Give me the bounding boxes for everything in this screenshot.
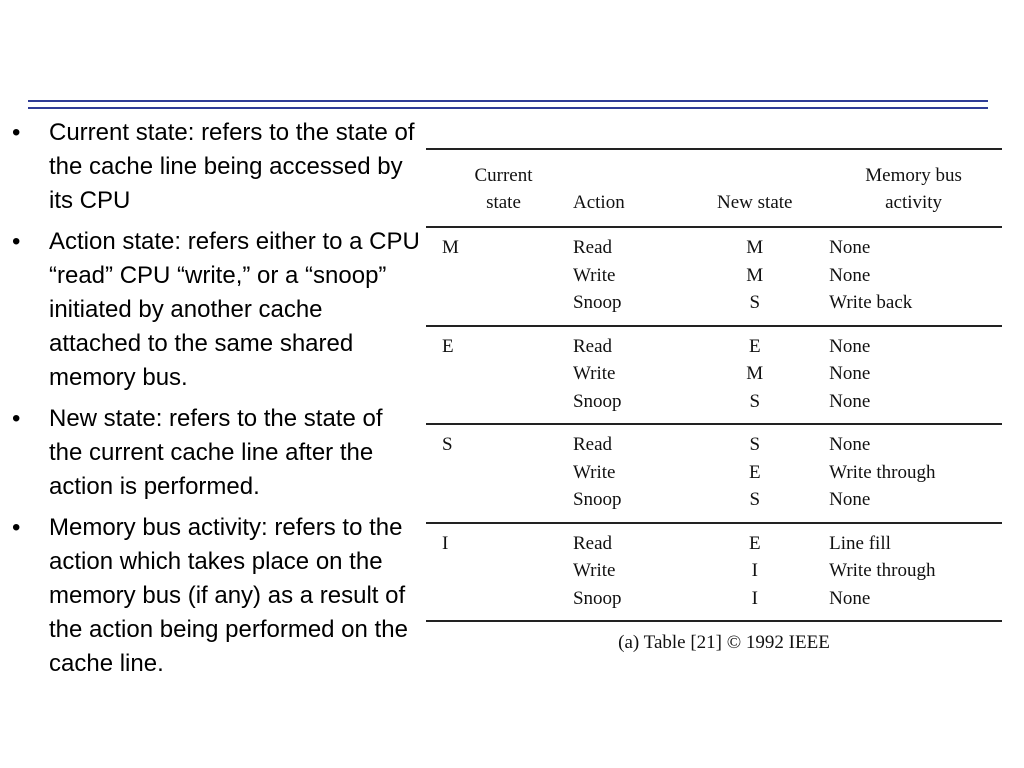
cell-memory-bus-activity: None bbox=[829, 434, 871, 455]
bullet-text: New state: refers to the state of the cu… bbox=[49, 405, 383, 500]
cell-memory-bus-activity: None bbox=[819, 486, 1002, 524]
cell-current-state bbox=[426, 557, 569, 585]
cell-new-state: S bbox=[690, 387, 820, 425]
state-transition-figure: Current state Action New state Memory bu… bbox=[426, 148, 1002, 654]
cell-current-state: M bbox=[442, 237, 459, 258]
header-memory-bus-activity: Memory bus activity bbox=[819, 148, 1002, 228]
cell-current-state: S bbox=[442, 434, 453, 455]
cell-action: Read bbox=[572, 532, 613, 554]
cell-memory-bus-activity: Write through bbox=[829, 461, 936, 483]
bullet-icon: • bbox=[12, 405, 21, 432]
header-new-state: New state bbox=[690, 148, 820, 228]
bullet-item-current-state: • Current state: refers to the state of … bbox=[0, 116, 420, 218]
bullet-list: • Current state: refers to the state of … bbox=[0, 116, 420, 688]
table-row: Write E Write through bbox=[426, 459, 1002, 487]
cell-action: Snoop bbox=[568, 387, 691, 425]
table-row: S Read S None bbox=[426, 424, 1002, 459]
cell-memory-bus-activity: None bbox=[829, 264, 871, 286]
cell-action: Write bbox=[572, 461, 616, 483]
cell-action: Write bbox=[572, 560, 616, 581]
cell-current-state bbox=[426, 387, 569, 425]
bullet-icon: • bbox=[12, 119, 21, 146]
table-header-row: Current state Action New state Memory bu… bbox=[426, 148, 1002, 228]
cell-action: Read bbox=[572, 434, 613, 455]
cell-memory-bus-activity: None bbox=[819, 584, 1002, 622]
bullet-icon: • bbox=[12, 514, 21, 541]
cell-new-state: I bbox=[690, 584, 820, 622]
cell-current-state bbox=[426, 459, 569, 487]
table-row: Write I Write through bbox=[426, 557, 1002, 585]
cell-memory-bus-activity: None bbox=[829, 363, 871, 384]
bullet-item-memory-bus-activity: • Memory bus activity: refers to the act… bbox=[0, 511, 420, 681]
cell-current-state: I bbox=[442, 532, 449, 554]
cell-memory-bus-activity: None bbox=[829, 335, 871, 357]
cell-new-state: E bbox=[748, 335, 761, 357]
cell-memory-bus-activity: None bbox=[819, 387, 1002, 425]
cell-current-state bbox=[426, 486, 569, 524]
table-row: Write M None bbox=[426, 262, 1002, 290]
cell-new-state: M bbox=[746, 363, 764, 384]
cell-new-state: I bbox=[751, 560, 758, 581]
cell-current-state bbox=[426, 360, 569, 388]
header-action: Action bbox=[568, 148, 691, 228]
cell-action: Write bbox=[572, 363, 616, 384]
bullet-text: Memory bus activity: refers to the actio… bbox=[49, 514, 408, 677]
cell-current-state bbox=[426, 584, 569, 622]
cell-action: Read bbox=[572, 237, 613, 258]
table-caption: (a) Table [21] © 1992 IEEE bbox=[618, 632, 830, 653]
cell-new-state: E bbox=[748, 532, 761, 554]
cell-new-state: M bbox=[746, 237, 764, 258]
table-row: E Read E None bbox=[426, 326, 1002, 361]
table-row: Write M None bbox=[426, 360, 1002, 388]
bullet-text: Action state: refers either to a CPU “re… bbox=[49, 228, 420, 391]
cell-action: Snoop bbox=[568, 289, 691, 327]
cell-new-state: S bbox=[749, 434, 761, 455]
cell-memory-bus-activity: Line fill bbox=[829, 532, 891, 554]
bullet-item-new-state: • New state: refers to the state of the … bbox=[0, 402, 420, 504]
cell-current-state bbox=[426, 262, 569, 290]
cell-action: Read bbox=[572, 335, 613, 357]
table-row: M Read M None bbox=[426, 227, 1002, 262]
header-rule-bottom bbox=[28, 107, 988, 109]
cell-memory-bus-activity: None bbox=[829, 237, 871, 258]
header-current-state: Current state bbox=[426, 148, 569, 228]
cell-action: Snoop bbox=[568, 584, 691, 622]
cell-current-state bbox=[426, 289, 569, 327]
bullet-text: Current state: refers to the state of th… bbox=[49, 119, 415, 214]
cell-action: Snoop bbox=[568, 486, 691, 524]
cell-memory-bus-activity: Write through bbox=[829, 560, 936, 581]
cell-new-state: S bbox=[690, 486, 820, 524]
cell-current-state: E bbox=[442, 335, 454, 357]
cell-memory-bus-activity: Write back bbox=[819, 289, 1002, 327]
cell-new-state: M bbox=[746, 264, 764, 286]
table-row: I Read E Line fill bbox=[426, 523, 1002, 558]
cell-new-state: E bbox=[748, 461, 761, 483]
state-transition-table: Current state Action New state Memory bu… bbox=[426, 148, 1002, 622]
bullet-item-action-state: • Action state: refers either to a CPU “… bbox=[0, 225, 420, 395]
cell-new-state: S bbox=[690, 289, 820, 327]
header-rule-top bbox=[28, 100, 988, 102]
cell-action: Write bbox=[572, 264, 616, 286]
bullet-icon: • bbox=[12, 228, 21, 255]
